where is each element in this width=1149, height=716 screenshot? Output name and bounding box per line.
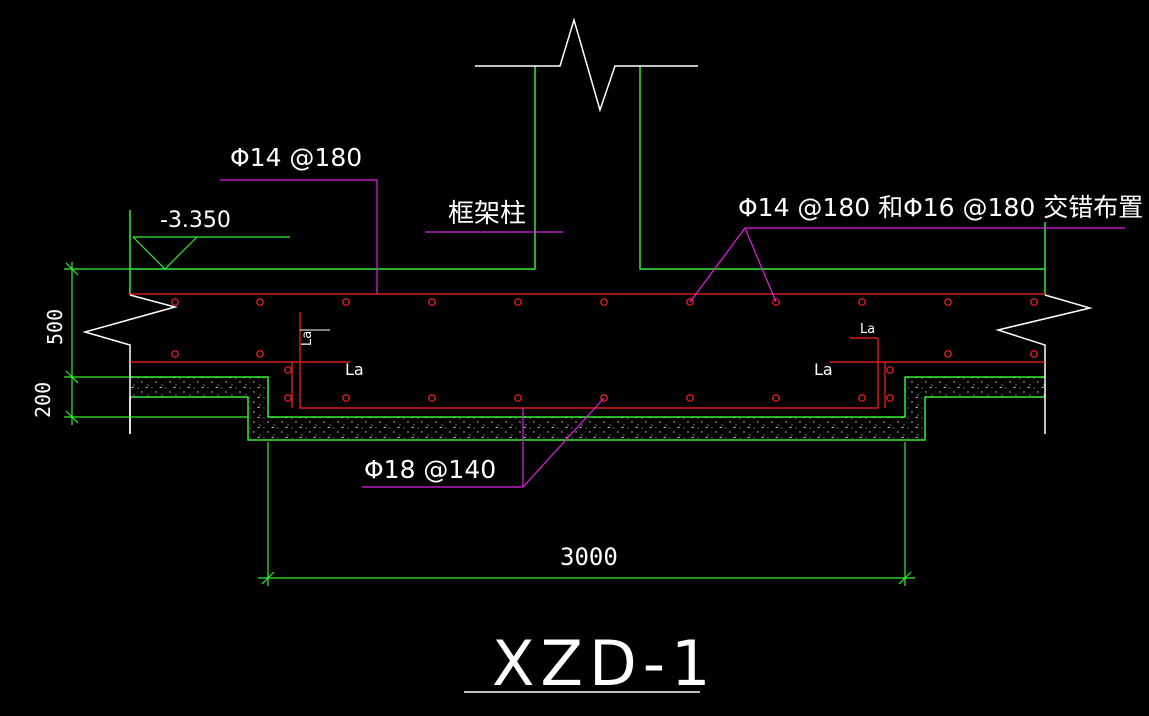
la-label-left-top: La [300, 331, 315, 346]
rebar-dot-side [284, 366, 292, 374]
dim-200-label: 200 [31, 382, 55, 418]
anchorage-markers: La La La La [300, 322, 875, 379]
rebar-dot-side [886, 366, 894, 374]
column-break-line [475, 17, 698, 113]
top-rebar-label: Φ14 @180 [230, 143, 362, 172]
rebar-dot-bottom [428, 394, 436, 402]
rebar-dot-middle [944, 350, 952, 358]
elevation-marker [132, 236, 290, 270]
rebar-dot-top [600, 298, 608, 306]
rebar-dot-bottom [886, 394, 894, 402]
dim-tick-right [898, 571, 912, 585]
rebar-dot-top [428, 298, 436, 306]
dim-3000-label: 3000 [560, 543, 618, 571]
leader-top-rebar-alt [689, 227, 1125, 303]
rebar-dot-middle [171, 350, 179, 358]
leader-lines [220, 179, 1125, 488]
column-label: 框架柱 [448, 199, 526, 229]
top-rebar-alt-label: Φ14 @180 和Φ16 @180 交错布置 [738, 193, 1143, 222]
drawing-title: XZD-1 [492, 627, 717, 700]
rebar-dot-bottom [686, 394, 694, 402]
dimension-lines [64, 262, 915, 586]
break-lines [82, 17, 1093, 434]
rebar-dot-top [686, 298, 694, 306]
rebar-dot-top [1030, 298, 1038, 306]
rebar-dot-top [772, 298, 780, 306]
rebar-dot-top [171, 298, 179, 306]
rebar-dot-bottom [858, 394, 866, 402]
right-break-line [995, 294, 1093, 434]
rebar-dot-top [342, 298, 350, 306]
rebar-dot-bottom [284, 394, 292, 402]
rebar-dots [171, 298, 1038, 402]
cushion-bottom-outline [130, 396, 1045, 441]
dim-tick-3 [65, 410, 79, 424]
rebar-dot-middle [1030, 350, 1038, 358]
elevation-label: -3.350 [160, 208, 231, 233]
rebar-dot-top [858, 298, 866, 306]
la-label-left: La [345, 360, 364, 379]
bottom-rebar-cage [299, 312, 879, 409]
slab-top-right [639, 66, 1045, 270]
cushion-hatch [130, 377, 1045, 440]
leader-top-rebar-alt-branch [744, 227, 777, 303]
rebar-dot-top [944, 298, 952, 306]
slab-outline [129, 66, 1046, 295]
rebar-dot-bottom [342, 394, 350, 402]
la-label-right: La [814, 360, 833, 379]
rebar-cage [130, 293, 1045, 409]
rebar-dot-bottom [600, 394, 608, 402]
left-break-line [82, 294, 178, 434]
leader-top-rebar [220, 179, 378, 294]
rebar-dot-bottom [772, 394, 780, 402]
dim-tick-1 [65, 262, 79, 276]
dim-500-label: 500 [43, 309, 67, 345]
dim-tick-2 [65, 370, 79, 384]
la-label-right-top: La [860, 322, 875, 337]
rebar-dot-top [256, 298, 264, 306]
elevation-symbol [132, 236, 198, 270]
bottom-rebar-label: Φ18 @140 [364, 455, 496, 484]
dim-tick-left [261, 571, 275, 585]
slab-top-left [130, 66, 536, 270]
rebar-dot-top [514, 298, 522, 306]
rebar-dot-bottom [514, 394, 522, 402]
rebar-dot-middle [256, 350, 264, 358]
